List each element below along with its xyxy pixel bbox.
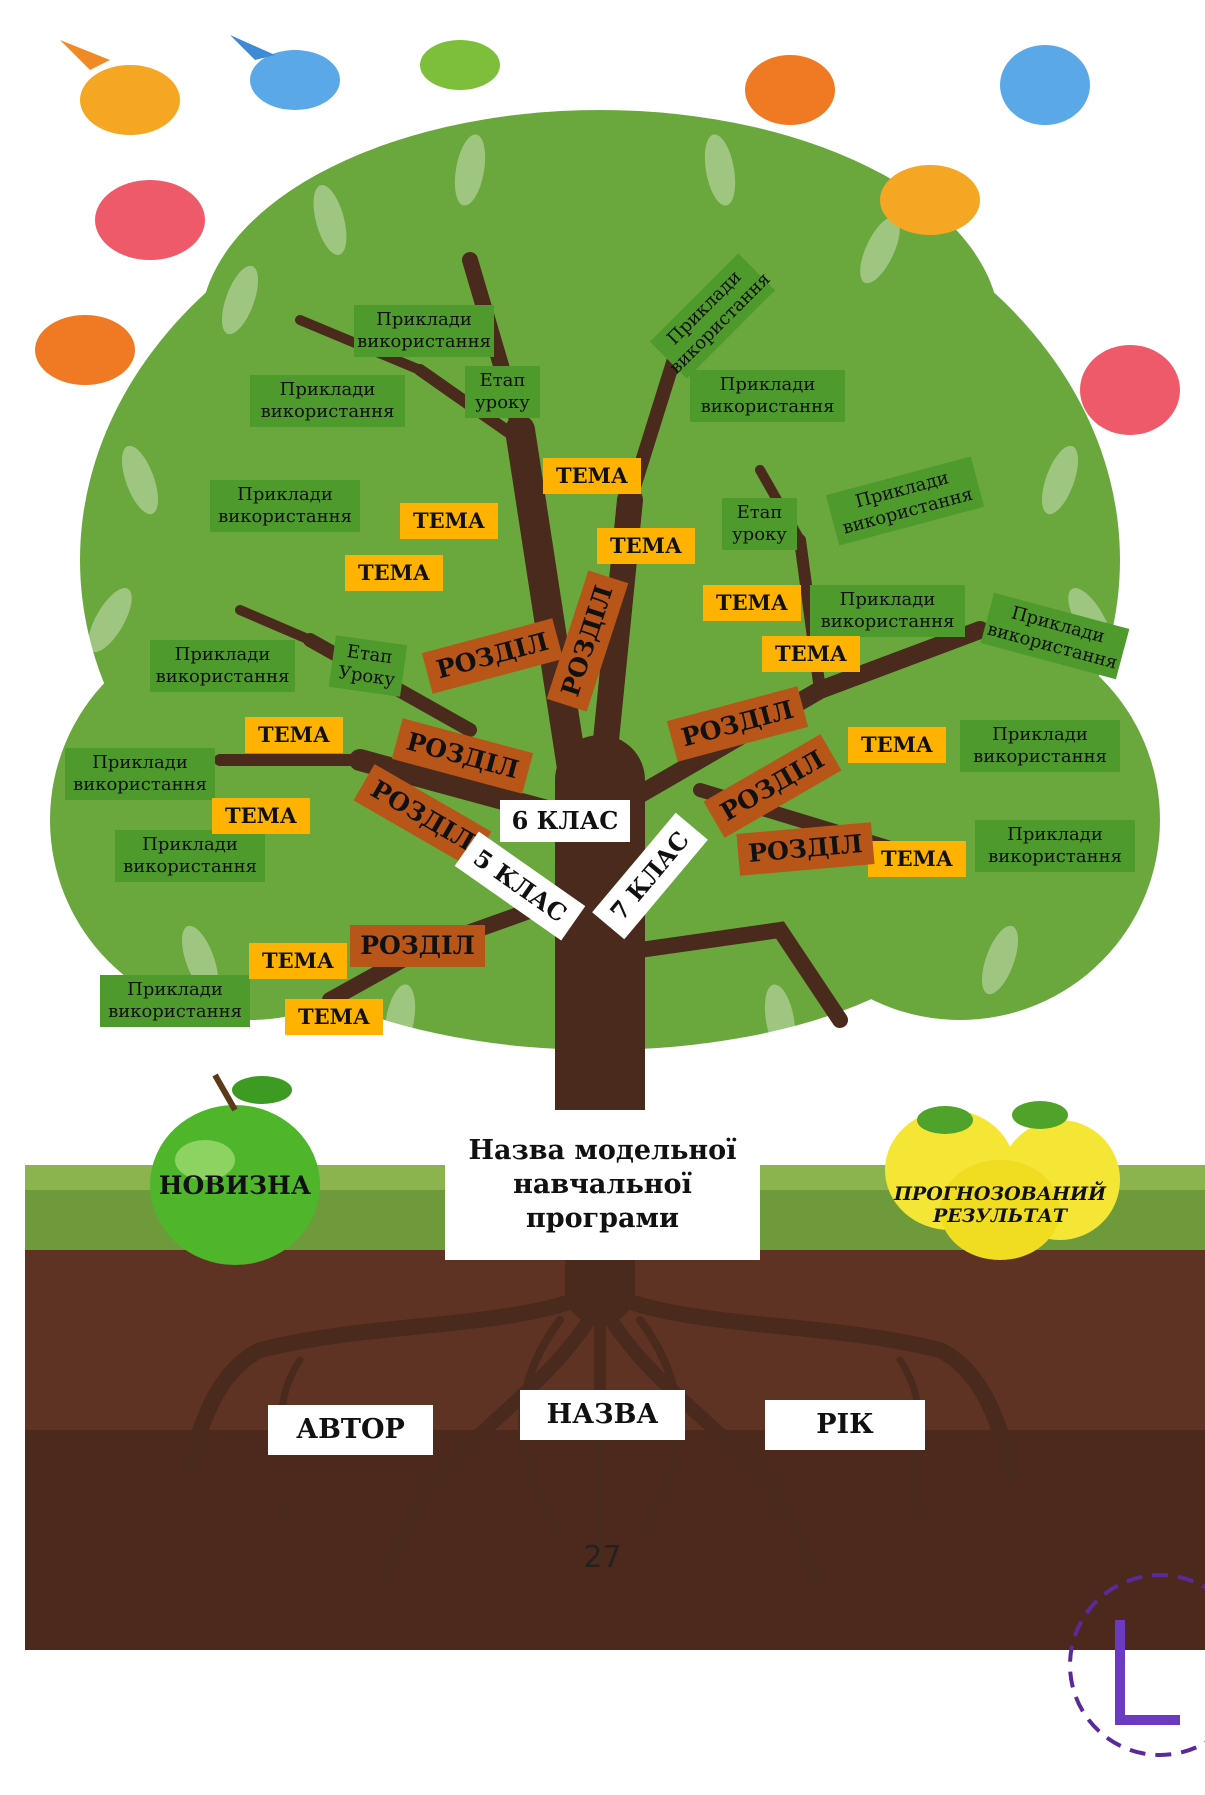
- tema-box: ТЕМА: [285, 999, 383, 1035]
- forecast-result-label: ПРОГНОЗОВАНИЙ РЕЗУЛЬТАТ: [893, 1183, 1107, 1227]
- apples-yellow-right: [885, 1101, 1120, 1260]
- root-year-label: РІК: [765, 1400, 925, 1450]
- tema-box: ТЕМА: [249, 943, 347, 979]
- tema-box: ТЕМА: [597, 528, 695, 564]
- root-name-label: НАЗВА: [520, 1390, 685, 1440]
- rozdil-box: РОЗДІЛ: [350, 925, 485, 967]
- program-title-line: програми: [525, 1202, 680, 1234]
- bird-pink-left: [95, 180, 205, 260]
- tema-box: ТЕМА: [703, 585, 801, 621]
- tema-box: ТЕМА: [212, 798, 310, 834]
- tema-box: ТЕМА: [543, 458, 641, 494]
- tema-box: ТЕМА: [245, 717, 343, 753]
- page-number: 27: [583, 1540, 622, 1575]
- root-author-label: АВТОР: [268, 1405, 433, 1455]
- bird-yellow-right: [880, 165, 980, 235]
- tema-box: ТЕМА: [762, 636, 860, 672]
- bird-red-right: [1080, 345, 1180, 435]
- bird-blue-top: [230, 35, 340, 110]
- bird-orange-top-right: [745, 55, 835, 125]
- bird-orange-top-left: [60, 40, 180, 135]
- program-title-box: Назва модельної навчальної програми: [445, 1110, 760, 1260]
- apple-green-left: [150, 1073, 320, 1265]
- grade-6-label: 6 КЛАС: [500, 800, 630, 842]
- bird-orange-left: [35, 315, 135, 385]
- tema-box: ТЕМА: [848, 727, 946, 763]
- tema-box: ТЕМА: [400, 503, 498, 539]
- tema-box: ТЕМА: [868, 841, 966, 877]
- novelty-label: НОВИЗНА: [158, 1170, 312, 1200]
- publisher-logo: [1068, 1573, 1205, 1757]
- program-title-line: навчальної: [513, 1169, 692, 1201]
- program-title-line: Назва модельної: [468, 1135, 737, 1167]
- tema-box: ТЕМА: [345, 555, 443, 591]
- bird-green-top: [420, 40, 500, 90]
- bird-blue-top-right: [1000, 45, 1090, 125]
